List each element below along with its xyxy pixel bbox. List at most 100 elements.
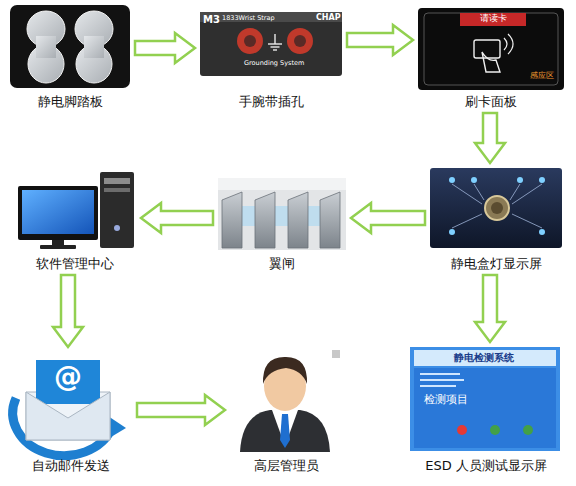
email-picture (13, 360, 126, 456)
esd-screen-picture-part (420, 373, 464, 387)
turnstile-picture-part (222, 192, 340, 248)
esd-screen-picture-part-part (420, 385, 456, 387)
node-caption: 静电盒灯显示屏 (449, 256, 544, 272)
computer-picture-part (22, 190, 94, 234)
node-caption: 软件管理中心 (34, 256, 116, 272)
esd-screen-picture-part (414, 350, 556, 366)
picture-node: 软件管理中心 (12, 168, 138, 272)
esd-screen-picture-part (523, 425, 533, 435)
block-arrow (141, 203, 213, 233)
node-caption: 翼闸 (267, 256, 297, 272)
picture-node: 高层管理员 (228, 345, 344, 474)
block-arrow (137, 395, 225, 425)
picture-label: Grounding System (244, 60, 304, 67)
card-reader-picture-part (482, 52, 500, 72)
tester-box-picture-part-part (517, 177, 523, 183)
picture-label: 静电检测系统 (454, 352, 514, 363)
node-caption: 高层管理员 (252, 458, 321, 474)
esd-screen-picture-part (414, 368, 556, 448)
turnstile-picture-part-part (242, 206, 256, 226)
card-reader-picture (418, 8, 564, 90)
computer-picture-part (104, 178, 130, 184)
wrist-strap-jack-picture-part-part (271, 46, 280, 47)
card-reader-picture-part (424, 13, 558, 85)
turnstile-picture-part-part (288, 192, 308, 248)
picture-label: 感应区 (530, 72, 554, 81)
picture-label: 检测项目 (424, 394, 468, 406)
picture-node: 翼闸 (216, 176, 348, 272)
wrist-strap-jack-picture-part-part (273, 49, 277, 50)
tester-box-picture-part (430, 168, 562, 248)
computer-picture-part (100, 172, 134, 248)
block-arrow (135, 33, 195, 63)
tester-box-picture-part-part (471, 177, 477, 183)
esd-screen-picture-part-part (420, 379, 464, 381)
wrist-strap-jack-picture-part (200, 12, 342, 22)
turnstile-picture-part-part (222, 192, 242, 248)
esd-screen-picture-part-part (420, 373, 460, 375)
block-arrow (347, 25, 413, 55)
foot-pedal-picture-part (10, 5, 130, 88)
wrist-strap-jack-picture-part (287, 28, 313, 54)
manager-picture-part (280, 414, 290, 448)
foot-pedal-picture-part (36, 36, 56, 58)
email-picture-part (26, 392, 110, 440)
wrist-strap-jack-picture (200, 12, 342, 76)
wrist-strap-jack-picture-part (244, 35, 256, 47)
picture-label: 1833Wrist Strap (222, 15, 275, 22)
picture-label: M3 (203, 14, 220, 25)
manager-picture-part (240, 410, 330, 452)
email-picture-part (36, 360, 100, 404)
manager-picture-part (332, 350, 340, 358)
tester-box-picture-part (491, 202, 503, 214)
picture-node: 静电盒灯显示屏 (428, 166, 564, 272)
node-caption: 自动邮件发送 (30, 458, 112, 474)
esd-screen-picture-part (490, 425, 500, 435)
node-caption: 刷卡面板 (463, 94, 519, 110)
wrist-strap-jack-picture-part (268, 34, 282, 50)
esd-screen-picture (410, 347, 560, 451)
card-reader-picture-part (504, 34, 513, 54)
node-caption: 静电脚踏板 (36, 94, 105, 110)
block-arrow (475, 275, 505, 342)
tester-box-picture-part (452, 184, 542, 228)
turnstile-picture-part (218, 178, 346, 190)
block-arrow (351, 203, 425, 233)
wrist-strap-jack-picture-part (294, 35, 306, 47)
tester-box-picture-part-part (449, 229, 455, 235)
computer-picture-part (40, 245, 76, 249)
foot-pedal-picture-part (84, 36, 104, 58)
card-reader-picture-part (418, 8, 564, 90)
tester-box-picture-part (449, 177, 545, 235)
foot-pedal-picture-part (27, 11, 113, 83)
picture-label: 请读卡 (480, 14, 507, 24)
block-arrow (475, 113, 505, 163)
picture-label: CHAP (316, 14, 341, 23)
foot-pedal-picture (10, 5, 130, 88)
node-caption: 手腕带插孔 (237, 94, 306, 110)
picture-node: 静电脚踏板 (8, 4, 132, 110)
picture-node: ESD 人员测试显示屏 (406, 345, 566, 474)
esd-screen-picture-part (457, 425, 467, 435)
tester-box-picture (430, 168, 562, 248)
wrist-strap-jack-picture-part-part (268, 43, 282, 44)
wrist-strap-jack-picture-part (237, 28, 263, 54)
computer-picture-part (18, 186, 98, 240)
wrist-strap-jack-picture-part-part (274, 34, 275, 44)
computer-picture-part (104, 188, 130, 192)
wrist-strap-jack-picture-part (200, 12, 342, 76)
computer-picture (18, 172, 134, 249)
turnstile-picture-part-part (308, 206, 320, 226)
turnstile-picture-part-part (275, 206, 289, 226)
picture-label: @ (54, 362, 82, 393)
turnstile-picture-part (218, 178, 346, 250)
card-reader-picture-part (460, 13, 526, 26)
turnstile-picture-part-part (320, 192, 340, 248)
card-reader-picture-part (474, 40, 500, 58)
computer-picture-part (114, 225, 120, 231)
turnstile-picture-part-part (255, 192, 275, 248)
esd-screen-picture-part (410, 347, 560, 451)
